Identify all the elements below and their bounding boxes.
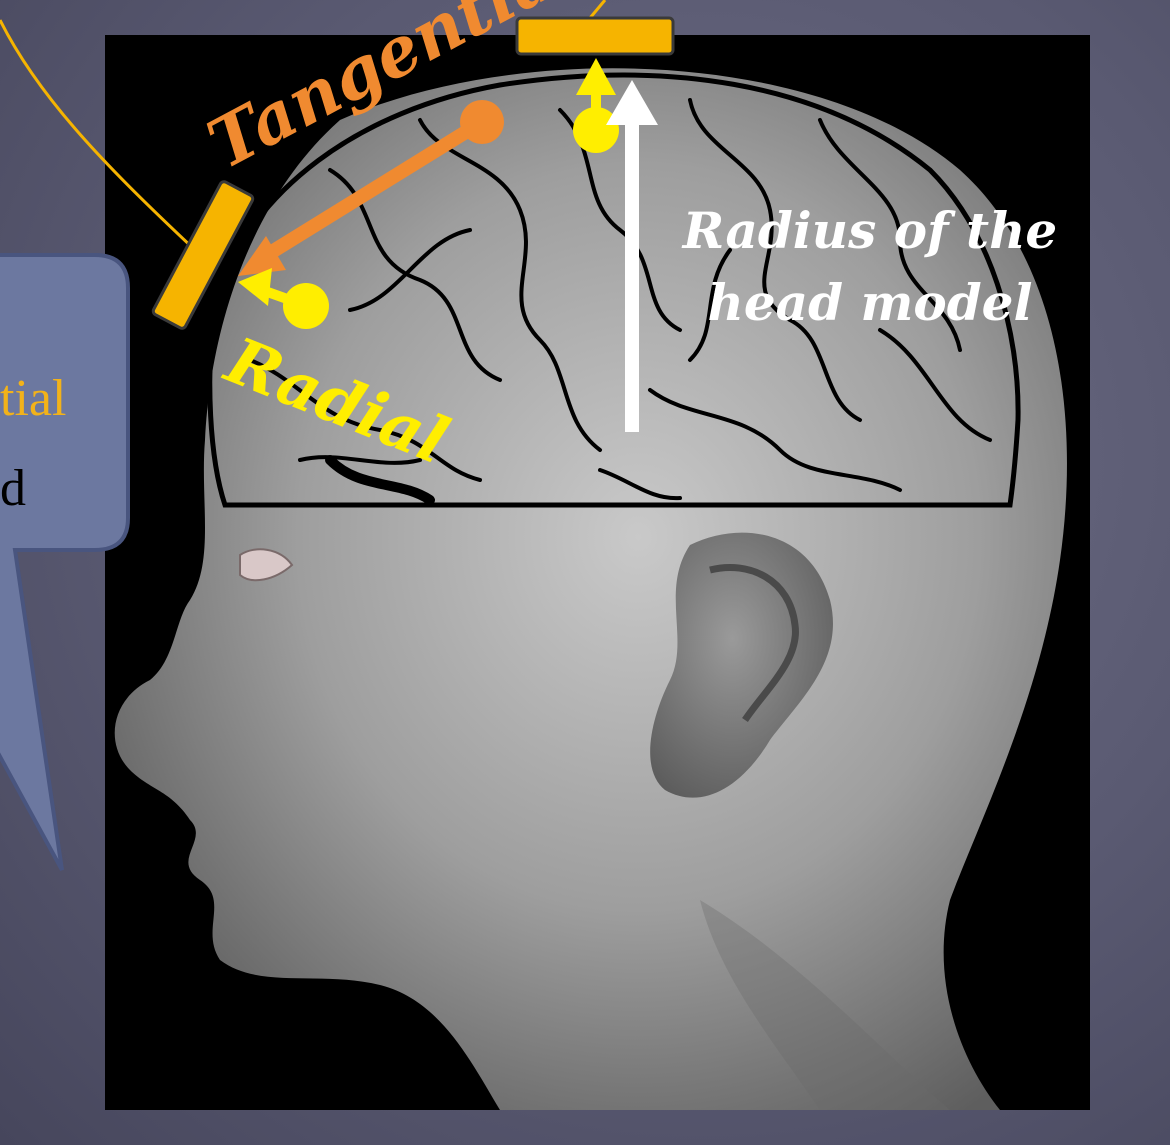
sensor-top <box>517 18 673 54</box>
callout-line1: tial <box>0 370 66 427</box>
radius-label-line2: head model <box>708 273 1033 332</box>
radius-label-line1: Radius of the <box>681 201 1058 260</box>
sensor-wire-top <box>590 0 605 18</box>
callout-line2: d <box>0 460 26 517</box>
